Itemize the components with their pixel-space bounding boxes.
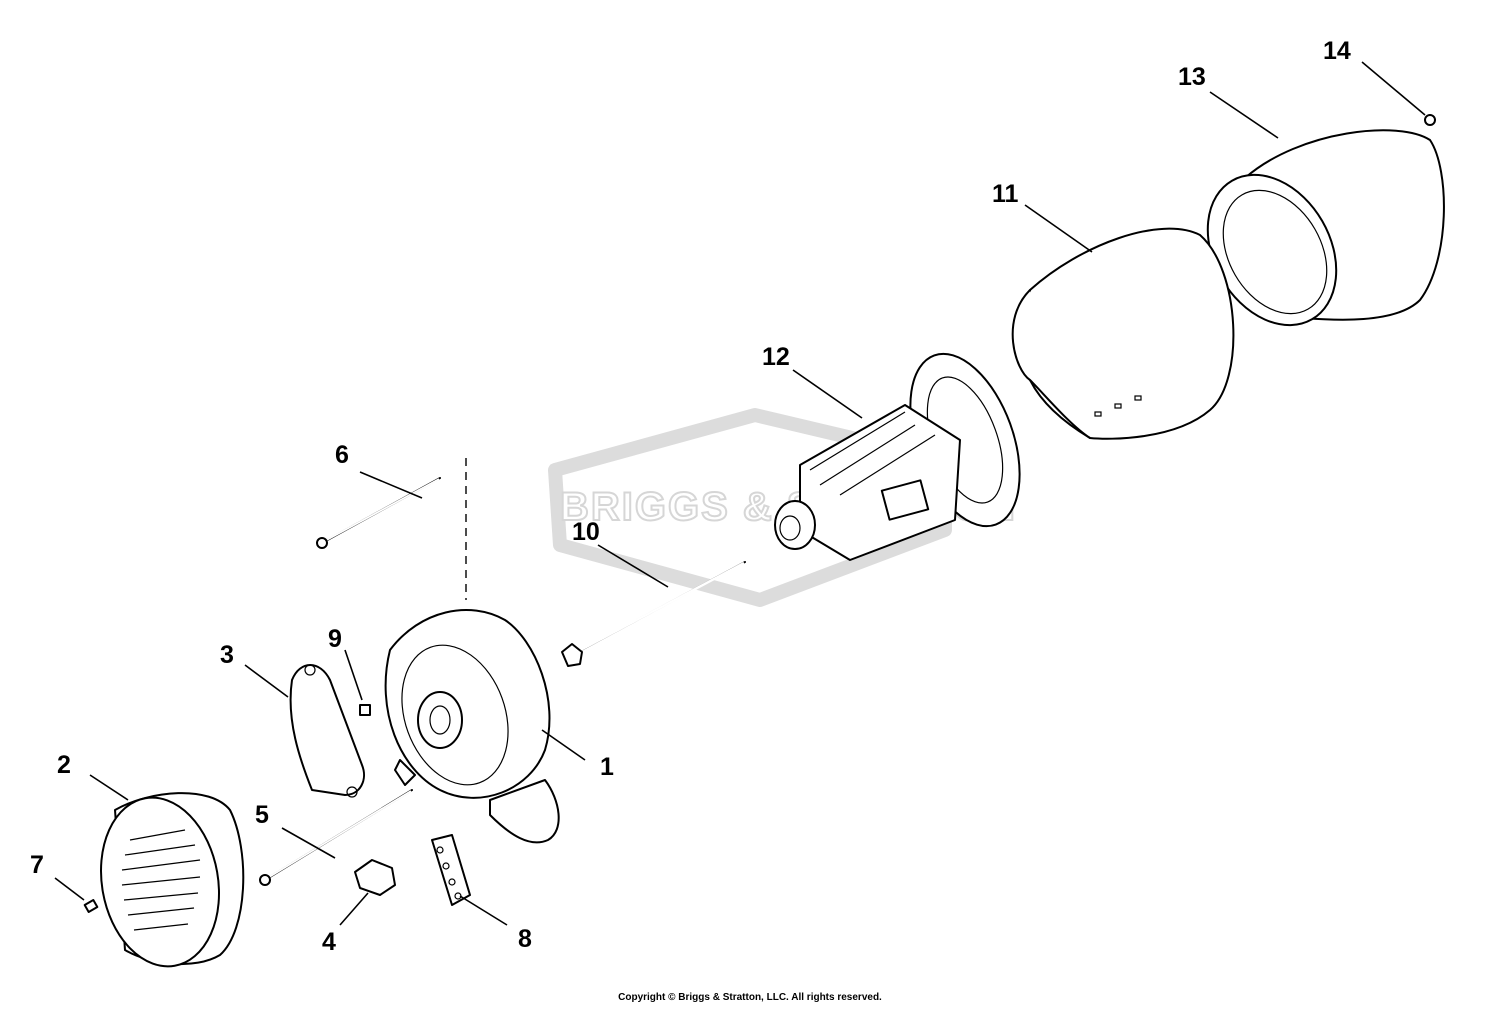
callout-5: 5 bbox=[255, 801, 269, 829]
callout-labels: 1 2 3 4 5 6 7 8 9 10 11 12 13 14 bbox=[30, 37, 1351, 956]
callout-7: 7 bbox=[30, 851, 44, 879]
part-8-terminal-block[interactable] bbox=[431, 834, 471, 906]
part-1-end-bracket[interactable] bbox=[383, 609, 560, 844]
part-2-end-cover[interactable] bbox=[88, 788, 245, 976]
callout-1: 1 bbox=[600, 753, 614, 781]
part-6-rod[interactable] bbox=[316, 477, 441, 549]
callout-6: 6 bbox=[335, 441, 349, 469]
callout-4: 4 bbox=[322, 928, 336, 956]
callout-2: 2 bbox=[57, 751, 71, 779]
part-5-rod[interactable] bbox=[259, 789, 413, 886]
callout-14: 14 bbox=[1323, 37, 1351, 65]
callout-13: 13 bbox=[1178, 63, 1206, 91]
leader-lines bbox=[54, 61, 1426, 926]
callout-12: 12 bbox=[762, 343, 790, 371]
part-11-stator-shell[interactable] bbox=[1011, 227, 1235, 440]
callout-3: 3 bbox=[220, 641, 234, 669]
part-13-housing[interactable] bbox=[1182, 129, 1445, 348]
callout-8: 8 bbox=[518, 925, 532, 953]
callout-10: 10 bbox=[572, 518, 600, 546]
part-12-rotor[interactable] bbox=[774, 339, 1041, 561]
copyright-notice: Copyright © Briggs & Stratton, LLC. All … bbox=[618, 992, 882, 1003]
part-10-long-rod[interactable] bbox=[561, 561, 746, 667]
part-4-bracket[interactable] bbox=[354, 859, 396, 896]
part-3-cover-plate[interactable] bbox=[289, 664, 365, 798]
callout-9: 9 bbox=[328, 625, 342, 653]
callout-11: 11 bbox=[992, 180, 1019, 208]
part-7-screw[interactable] bbox=[83, 899, 99, 913]
part-14-bolt[interactable] bbox=[1424, 114, 1436, 126]
part-9-bolt[interactable] bbox=[359, 704, 371, 716]
